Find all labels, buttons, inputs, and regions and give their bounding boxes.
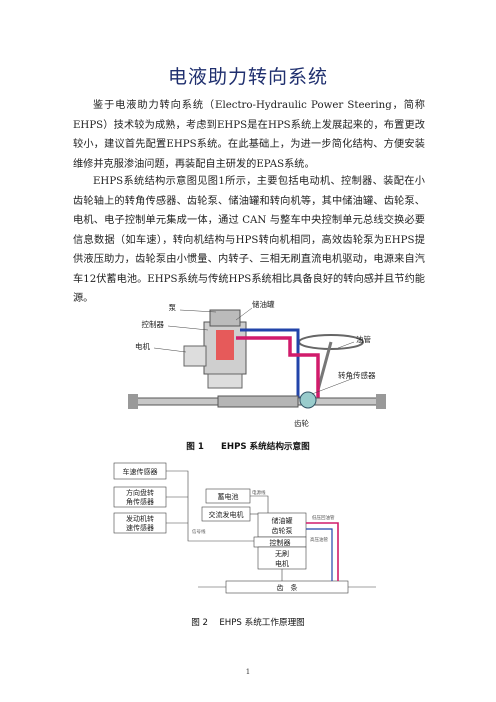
pump-unit-icon xyxy=(183,309,247,389)
label-gear: 齿轮 xyxy=(294,418,309,428)
block-battery: 蓄电池 xyxy=(218,492,239,501)
structure-paragraph: EHPS系统结构示意图见图1所示，主要包括电动机、控制器、装配在小齿轮轴上的转角… xyxy=(73,176,425,304)
block-reservoir: 储油罐 xyxy=(272,516,293,525)
line-label-low: 低压回油管 xyxy=(312,514,335,521)
label-reservoir: 储油罐 xyxy=(252,300,275,309)
steering-rack-icon xyxy=(128,391,386,409)
block-steering-angle-1: 方向盘转 xyxy=(126,488,154,497)
figure1-caption: 图 1 EHPS 系统结构示意图 xyxy=(186,442,310,452)
page-number: 1 xyxy=(245,668,251,676)
ehps-principle-figure: 车速传感器 方向盘转 角传感器 发动机转 速传感器 蓄电池 交流发电机 储油罐 … xyxy=(113,462,376,594)
block-bldc-2: 电机 xyxy=(275,559,289,568)
low-pressure-pipe xyxy=(240,328,306,400)
label-motor: 电机 xyxy=(135,341,150,351)
label-oil-pipe: 油管 xyxy=(356,334,371,344)
high-pressure-pipe xyxy=(236,336,320,398)
line-label-signal: 信号线 xyxy=(192,528,206,535)
block-alternator: 交流发电机 xyxy=(209,510,244,519)
line-label-power: 电源线 xyxy=(252,489,266,496)
intro-paragraph: 鉴于电液助力转向系统（Electro-Hydraulic Power Steer… xyxy=(73,100,425,170)
low-pressure-line xyxy=(306,528,333,581)
label-pump: 泵 xyxy=(169,303,177,312)
label-controller: 控制器 xyxy=(142,319,165,329)
high-pressure-line xyxy=(306,522,339,581)
ehps-structure-figure: 泵 控制器 电机 储油罐 油管 转角传感器 齿轮 xyxy=(128,300,386,428)
figure2-caption: 图 2 EHPS 系统工作原理图 xyxy=(191,618,305,628)
label-angle-sensor: 转角传感器 xyxy=(338,370,376,380)
block-steering-angle-2: 角传感器 xyxy=(126,497,154,506)
block-rack: 齿 条 xyxy=(277,583,298,592)
block-speed-sensor: 车速传感器 xyxy=(123,467,158,476)
block-controller: 控制器 xyxy=(270,538,291,547)
block-gear-pump: 齿轮泵 xyxy=(272,526,293,535)
block-engine-speed-2: 速传感器 xyxy=(126,523,154,532)
document-title: 电液助力转向系统 xyxy=(167,66,328,88)
steering-wheel-icon xyxy=(298,334,364,391)
block-engine-speed-1: 发动机转 xyxy=(126,514,154,523)
line-label-high: 高压油管 xyxy=(310,536,328,543)
block-bldc-1: 无刷 xyxy=(275,550,289,558)
